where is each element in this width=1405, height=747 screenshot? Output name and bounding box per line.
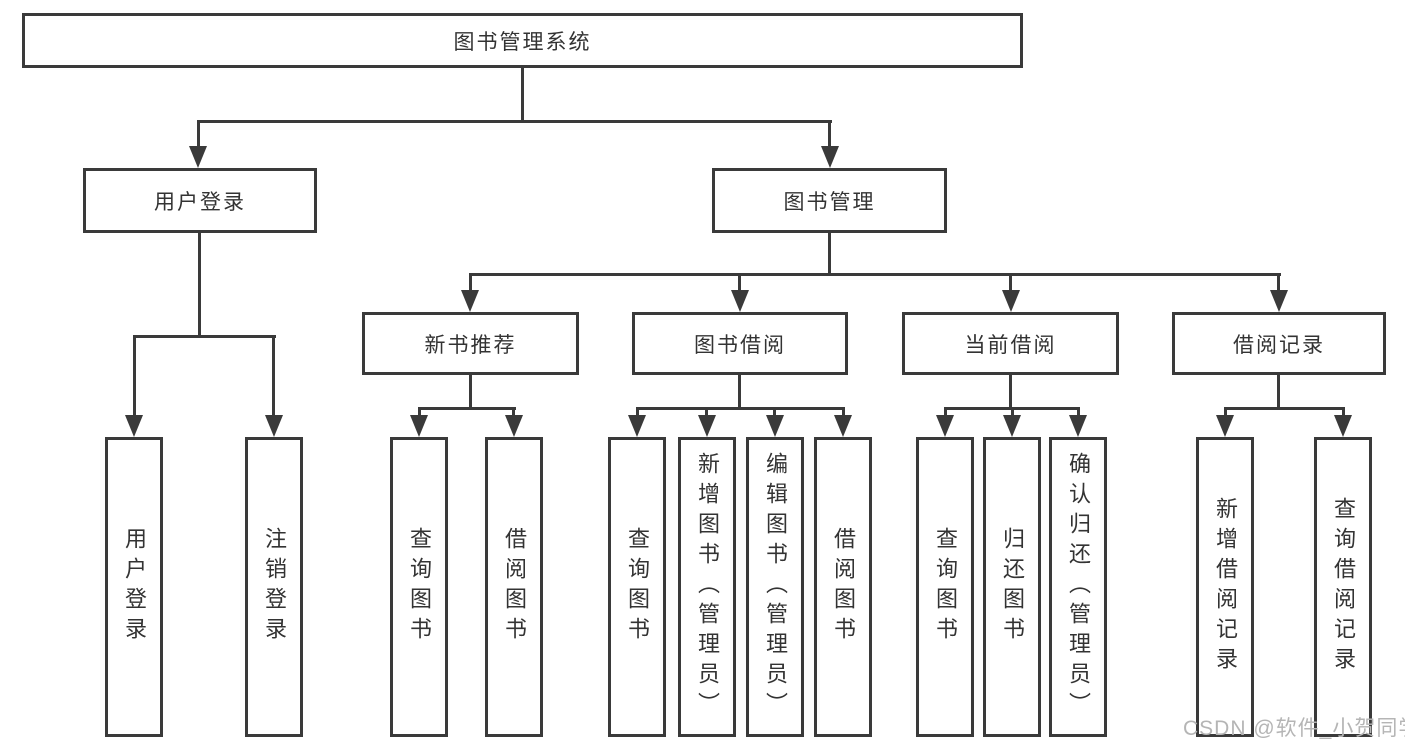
leaf-return-books-label: 归还图书 (1000, 527, 1025, 647)
leaf-borrow-query-books: 查询图书 (608, 437, 666, 737)
connector-line (1009, 273, 1012, 295)
group-current-borrow: 当前借阅 (902, 312, 1119, 375)
connector-line (272, 335, 275, 419)
arrowhead-down (821, 146, 839, 168)
arrowhead-down (628, 415, 646, 437)
leaf-query-borrow-record-label: 查询借阅记录 (1331, 497, 1356, 677)
root-node: 图书管理系统 (22, 13, 1023, 68)
leaf-recommend-borrow-books-label: 借阅图书 (502, 527, 527, 647)
arrowhead-down (265, 415, 283, 437)
connector-line (521, 68, 524, 120)
leaf-borrow-borrow-books-label: 借阅图书 (831, 527, 856, 647)
leaf-logout-label: 注销登录 (262, 527, 287, 647)
connector-line (738, 273, 741, 295)
arrowhead-down (1002, 290, 1020, 312)
arrowhead-down (189, 146, 207, 168)
connector-line (133, 335, 276, 338)
leaf-add-books-admin-label: 新增图书（管理员） (695, 452, 720, 722)
arrowhead-down (410, 415, 428, 437)
connector-line (197, 120, 832, 123)
leaf-confirm-return-admin-label: 确认归还（管理员） (1066, 452, 1091, 722)
connector-line (469, 273, 472, 295)
group-new-book-recommend-label: 新书推荐 (424, 333, 517, 357)
connector-line (512, 407, 515, 419)
connector-line (1277, 375, 1280, 407)
connector-line (1277, 273, 1280, 295)
branch-user-login: 用户登录 (83, 168, 317, 233)
arrowhead-down (834, 415, 852, 437)
group-book-borrow: 图书借阅 (632, 312, 848, 375)
connector-line (1342, 407, 1345, 419)
leaf-recommend-borrow-books: 借阅图书 (485, 437, 543, 737)
connector-line (773, 407, 776, 419)
leaf-current-query-books-label: 查询图书 (933, 527, 958, 647)
branch-user-login-label: 用户登录 (154, 190, 246, 214)
connector-line (738, 375, 741, 407)
connector-line (944, 407, 947, 419)
connector-line (828, 120, 831, 152)
connector-line (198, 233, 201, 335)
connector-line (1011, 407, 1014, 419)
branch-book-management-label: 图书管理 (783, 190, 876, 214)
arrowhead-down (1270, 290, 1288, 312)
connector-line (133, 335, 136, 419)
leaf-add-borrow-record: 新增借阅记录 (1196, 437, 1254, 737)
connector-line (705, 407, 708, 419)
group-new-book-recommend: 新书推荐 (362, 312, 579, 375)
connector-line (828, 233, 831, 273)
connector-line (1224, 407, 1227, 419)
arrowhead-down (1069, 415, 1087, 437)
leaf-borrow-query-books-label: 查询图书 (625, 527, 650, 647)
leaf-recommend-query-books: 查询图书 (390, 437, 448, 737)
group-borrow-records-label: 借阅记录 (1233, 333, 1325, 357)
arrowhead-down (936, 415, 954, 437)
connector-line (636, 407, 639, 419)
leaf-return-books: 归还图书 (983, 437, 1041, 737)
arrowhead-down (125, 415, 143, 437)
leaf-confirm-return-admin: 确认归还（管理员） (1049, 437, 1107, 737)
group-borrow-records: 借阅记录 (1172, 312, 1386, 375)
leaf-borrow-borrow-books: 借阅图书 (814, 437, 872, 737)
connector-line (1009, 375, 1012, 407)
branch-book-management: 图书管理 (712, 168, 947, 233)
connector-line (1224, 407, 1345, 410)
group-book-borrow-label: 图书借阅 (694, 333, 786, 357)
connector-line (197, 120, 200, 152)
watermark: CSDN @软件_小贺同学 (1183, 717, 1405, 740)
connector-line (469, 375, 472, 407)
arrowhead-down (1003, 415, 1021, 437)
root-node-label: 图书管理系统 (453, 30, 592, 54)
arrowhead-down (505, 415, 523, 437)
leaf-recommend-query-books-label: 查询图书 (407, 527, 432, 647)
arrowhead-down (698, 415, 716, 437)
arrowhead-down (731, 290, 749, 312)
connector-line (418, 407, 421, 419)
leaf-edit-books-admin: 编辑图书（管理员） (746, 437, 804, 737)
connector-line (636, 407, 845, 410)
group-current-borrow-label: 当前借阅 (964, 333, 1057, 357)
connector-line (469, 273, 1281, 276)
leaf-logout: 注销登录 (245, 437, 303, 737)
arrowhead-down (1334, 415, 1352, 437)
leaf-user-login-label: 用户登录 (122, 527, 147, 647)
arrowhead-down (766, 415, 784, 437)
connector-line (418, 407, 516, 410)
leaf-query-borrow-record: 查询借阅记录 (1314, 437, 1372, 737)
connector-line (842, 407, 845, 419)
leaf-current-query-books: 查询图书 (916, 437, 974, 737)
leaf-add-borrow-record-label: 新增借阅记录 (1213, 497, 1238, 677)
arrowhead-down (1216, 415, 1234, 437)
leaf-edit-books-admin-label: 编辑图书（管理员） (763, 452, 788, 722)
arrowhead-down (461, 290, 479, 312)
leaf-user-login: 用户登录 (105, 437, 163, 737)
connector-line (1077, 407, 1080, 419)
leaf-add-books-admin: 新增图书（管理员） (678, 437, 736, 737)
